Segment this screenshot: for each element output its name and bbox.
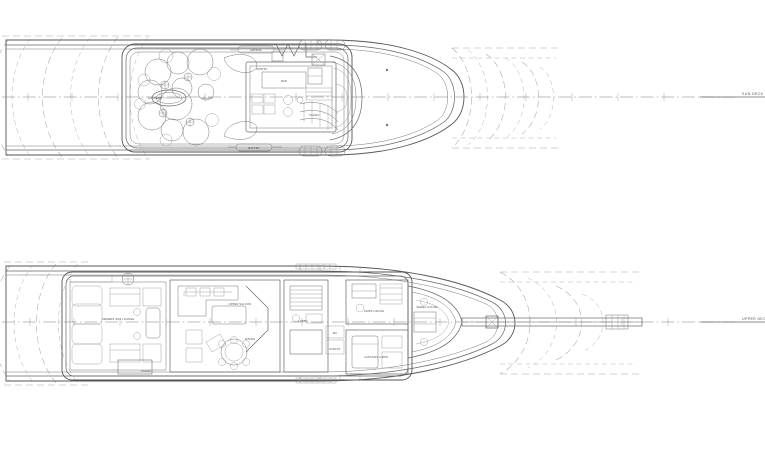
sun-deck-house-inner [125, 47, 349, 149]
liferaft-stbd-1 [298, 39, 323, 51]
sun-deck-house-outline [121, 43, 353, 153]
sundeck-zone-label-bar: BAR [281, 79, 287, 83]
sun-deck-outline [5, 39, 465, 156]
sun-deck-bulwark-line [6, 48, 448, 147]
sundeck-liferafts [298, 39, 346, 157]
upper-deck-zone-label-wheel-house: WHEEL HOUSE [416, 305, 437, 309]
captains-cabin-zone: CAPTAINS CABIN [345, 329, 409, 375]
upper-deck-zone-label-lobby: LOBBY [298, 319, 308, 323]
sun-deck-caption: SUN DECK [742, 92, 764, 96]
liferaft-stbd-2 [324, 39, 346, 51]
upper-deck-stanchions [295, 263, 361, 384]
upper-deck-zone-label-captains-cabin: CAPTAINS CABIN [364, 355, 388, 359]
upper-deck-zone-label-stairs: STAIRS [141, 369, 151, 373]
upper-deck-caption: UPPER DECK [742, 317, 765, 321]
upper-deck-zone-label-ships-office: SHIPS OFFICE [364, 309, 384, 313]
sundeck-stairs: STAIRS [299, 87, 339, 131]
upper-deck-zone-label-pantry: PANTRY [329, 347, 340, 351]
sun-deck-centerline-ticks [27, 93, 665, 101]
upper-deck-lobby-core: LOBBY PANTRY WC [283, 279, 345, 373]
deck-fitting-port [385, 123, 389, 127]
sun-deck-forward-contours [451, 47, 560, 149]
upper-deck-centerline-ticks [29, 318, 669, 326]
upper-deck-zone-label-dining: DINING [245, 337, 255, 341]
sunbed-cluster [134, 48, 258, 147]
sundeck-zone-label-stairs: STAIRS [309, 113, 319, 117]
sundeck-side-tables [158, 72, 195, 127]
upper-deck-zone-label-saloon: UPPER SALOON [229, 302, 252, 306]
upper-deck-inner-edge [6, 270, 506, 377]
sun-deck-house-trim [129, 51, 345, 145]
upper-saloon-zone: UPPER SALOON DINING [169, 279, 281, 373]
sundeck-forward-pod [311, 53, 363, 141]
upper-deck-zone-label-owners-lounge: OWNERS SUN LOUNGE [102, 317, 135, 321]
upper-deck-zone-label-wc: WC [333, 331, 338, 335]
sundeck-zone-label-sunbeds: SUNBEDS [148, 96, 162, 100]
liferaft-port-1 [298, 145, 323, 157]
pill-buffet-text: BUFFET [248, 146, 259, 150]
sundeck-zone-label-jacuzzi: JACUZZI [201, 96, 213, 100]
sun-deck-plan: SUNBEDS JACUZZI AWNING BUFFET BAR [0, 35, 765, 160]
sun-deck-inner-edge [6, 44, 455, 151]
upper-deck-plan: STAIRS OWNERS SUN LOUNGE [0, 261, 765, 386]
pill-awning-text: AWNING [250, 48, 262, 52]
liferaft-port-2 [324, 145, 346, 157]
sundeck-zone-label-pantry: PANTRY [256, 67, 267, 71]
deck-fitting-stbd [385, 68, 389, 72]
upper-deck-house-outline [61, 271, 413, 381]
pill-label-buffet: BUFFET [228, 143, 282, 152]
